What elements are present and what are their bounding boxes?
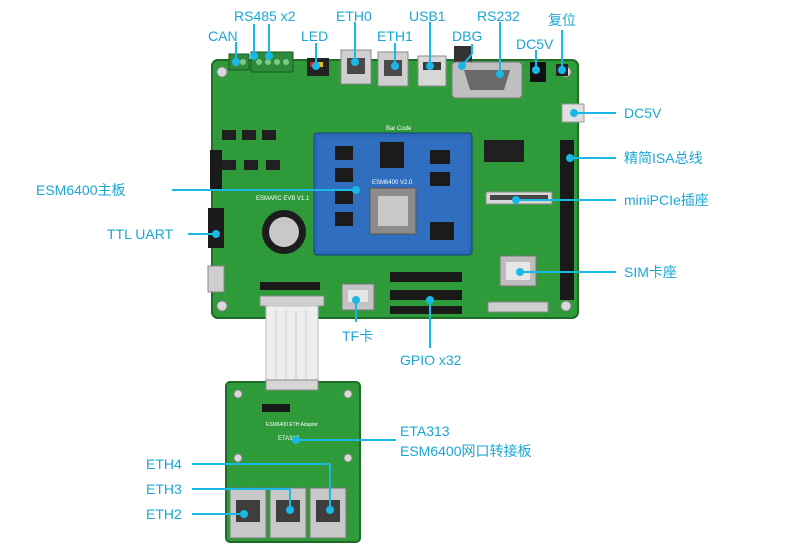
eta313-label-line1: ETA313 <box>400 423 450 439</box>
dbg-label: DBG <box>452 28 483 44</box>
dc5v-right-label: DC5V <box>624 105 662 121</box>
gpio-label: GPIO x32 <box>400 352 462 368</box>
minipcie-label: miniPCIe插座 <box>624 192 709 208</box>
sim-label: SIM卡座 <box>624 264 677 280</box>
usb1-label: USB1 <box>409 8 446 24</box>
eta313-label-line2: ESM6400网口转接板 <box>400 443 532 459</box>
eth1-label: ETH1 <box>377 28 413 44</box>
gpio-headers <box>390 272 462 314</box>
reset-label: 复位 <box>548 12 576 28</box>
ttl-uart-label: TTL UART <box>107 226 174 242</box>
eth3-label: ETH3 <box>146 481 182 497</box>
coin-battery <box>262 210 306 254</box>
dbg-header <box>454 46 472 62</box>
eta313-adapter-board: ESM6400 ETH Adapter ETA313 <box>225 379 361 543</box>
esmarc-main-board: ESMARC EVB V1.1 Bar Code ESM6400 V2.0 <box>207 46 585 319</box>
adapter-silk-name: ETA313 <box>278 436 300 442</box>
isa-bus-label: 精简ISA总线 <box>624 150 703 166</box>
tf-label: TF卡 <box>342 328 374 344</box>
led-label: LED <box>301 28 329 44</box>
can-label: CAN <box>208 28 238 44</box>
eth0-label: ETH0 <box>336 8 372 24</box>
eth2-label: ETH2 <box>146 506 182 522</box>
callout-lines <box>172 22 616 518</box>
eth4-label: ETH4 <box>146 456 182 472</box>
rs485-terminal-block <box>250 51 294 73</box>
flex-ribbon-cable <box>265 305 319 389</box>
dc5v-top-label: DC5V <box>516 36 554 52</box>
esm6400-module: ESM6400 V2.0 <box>313 132 473 256</box>
esm6400-board-label: ESM6400主板 <box>36 182 126 198</box>
main-board-silk: ESMARC EVB V1.1 <box>256 196 310 202</box>
isa-bus-header <box>560 140 574 300</box>
module-silk: ESM6400 V2.0 <box>372 180 413 186</box>
rs232-label: RS232 <box>477 8 520 24</box>
ttl-uart-header <box>208 208 224 248</box>
usb1-port <box>417 55 447 87</box>
bar-code-silk: Bar Code <box>386 126 412 132</box>
rs485-label: RS485 x2 <box>234 8 296 24</box>
eth1-rj45-port <box>377 51 409 87</box>
adapter-silk-title: ESM6400 ETH Adapter <box>266 422 318 428</box>
